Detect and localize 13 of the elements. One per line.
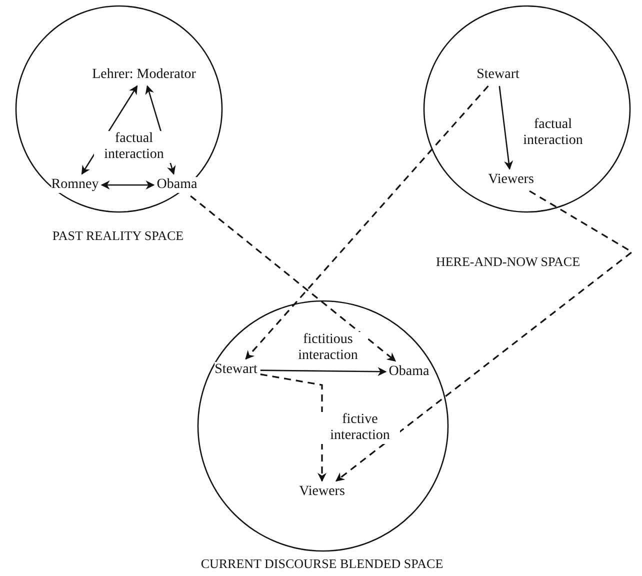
arrow [498, 86, 514, 170]
space-title: CURRENT DISCOURSE BLENDED SPACE [200, 556, 444, 572]
dashed-arrow [336, 190, 634, 482]
space-title: HERE-AND-NOW SPACE [436, 254, 580, 270]
space-title: PAST REALITY SPACE [52, 228, 184, 244]
edge-label: fictive interaction [320, 412, 400, 444]
dashed-arrow [245, 85, 489, 360]
arrow [260, 367, 387, 376]
participant-label: Romney [51, 177, 99, 193]
arrow [100, 180, 155, 190]
annotation-text: factual interaction [94, 131, 174, 163]
participant-label: Obama [156, 177, 198, 193]
dashed-arrow [190, 195, 396, 362]
